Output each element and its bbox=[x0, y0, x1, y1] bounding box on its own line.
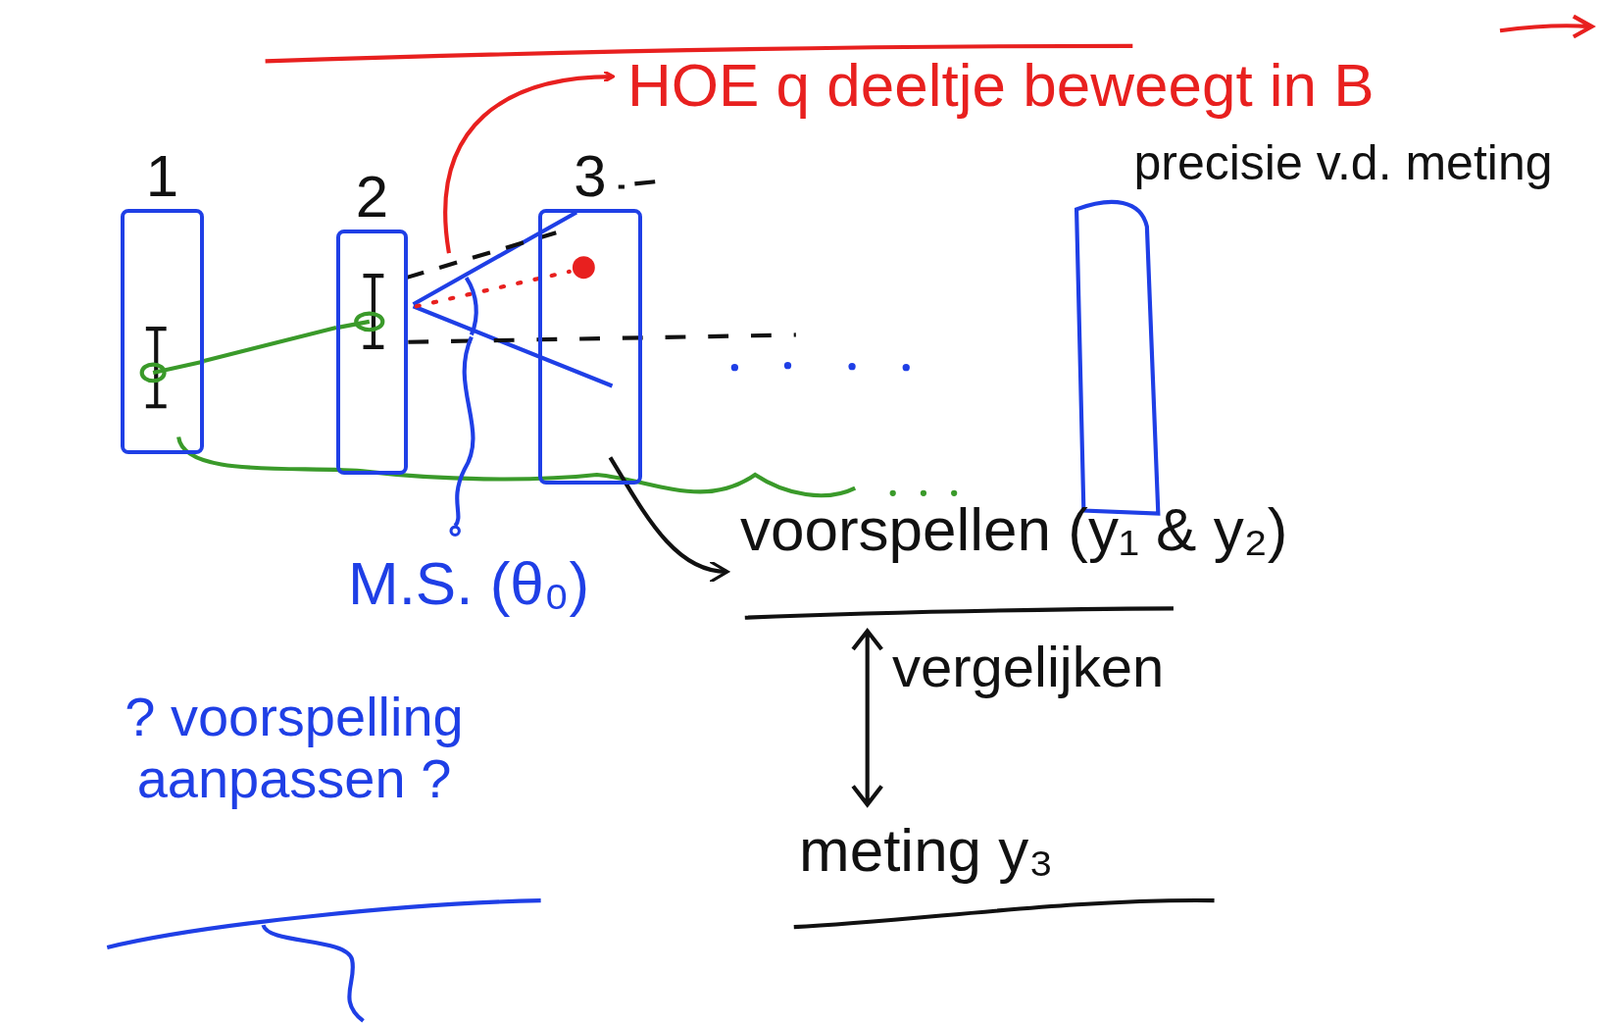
dots bbox=[848, 362, 855, 370]
dots bbox=[890, 490, 897, 497]
detector-plane: 3 bbox=[538, 208, 643, 485]
cone-line bbox=[413, 212, 613, 387]
detector-plane: 2 bbox=[336, 229, 408, 475]
underline bbox=[106, 900, 541, 948]
wavy-leader bbox=[454, 337, 473, 527]
dots bbox=[920, 490, 927, 497]
underline bbox=[794, 900, 1215, 927]
squiggle bbox=[263, 924, 364, 1021]
hit-dot bbox=[142, 364, 165, 382]
layer-number: 1 bbox=[104, 142, 220, 210]
predict-text: voorspellen (y₁ & y₂) bbox=[740, 495, 1288, 563]
question-text: HOE q deeltje beweegt in B bbox=[627, 50, 1375, 119]
measure-text: meting y₃ bbox=[799, 815, 1054, 884]
dashed-line bbox=[407, 334, 797, 342]
question-note: ? voorspelling aanpassen ? bbox=[19, 686, 569, 809]
predicted-hit bbox=[572, 255, 596, 279]
dashes bbox=[618, 181, 655, 187]
dots bbox=[950, 490, 957, 497]
dashed-line bbox=[405, 232, 556, 278]
vector-arrow bbox=[1500, 16, 1593, 38]
hit-dot bbox=[355, 313, 383, 331]
dotted-line bbox=[416, 271, 570, 306]
detector-plane: 1 bbox=[120, 208, 204, 454]
note-text: precisie v.d. meting bbox=[1107, 135, 1579, 191]
underline bbox=[745, 607, 1174, 617]
compare-text: vergelijken bbox=[892, 635, 1164, 700]
error-bar bbox=[363, 275, 385, 348]
green-brace bbox=[178, 437, 855, 497]
double-arrow bbox=[852, 630, 882, 804]
leader-end bbox=[450, 526, 459, 535]
dots bbox=[902, 363, 910, 371]
pointer-arrow bbox=[609, 456, 727, 572]
dots bbox=[784, 361, 792, 369]
track-line bbox=[203, 327, 337, 361]
dots bbox=[731, 363, 739, 371]
layer-number: 3 bbox=[522, 142, 658, 210]
scattering-label: M.S. (θ₀) bbox=[348, 549, 590, 617]
angle-arc bbox=[466, 277, 477, 335]
layer-number: 2 bbox=[320, 162, 424, 231]
detector-plane bbox=[1076, 201, 1158, 514]
